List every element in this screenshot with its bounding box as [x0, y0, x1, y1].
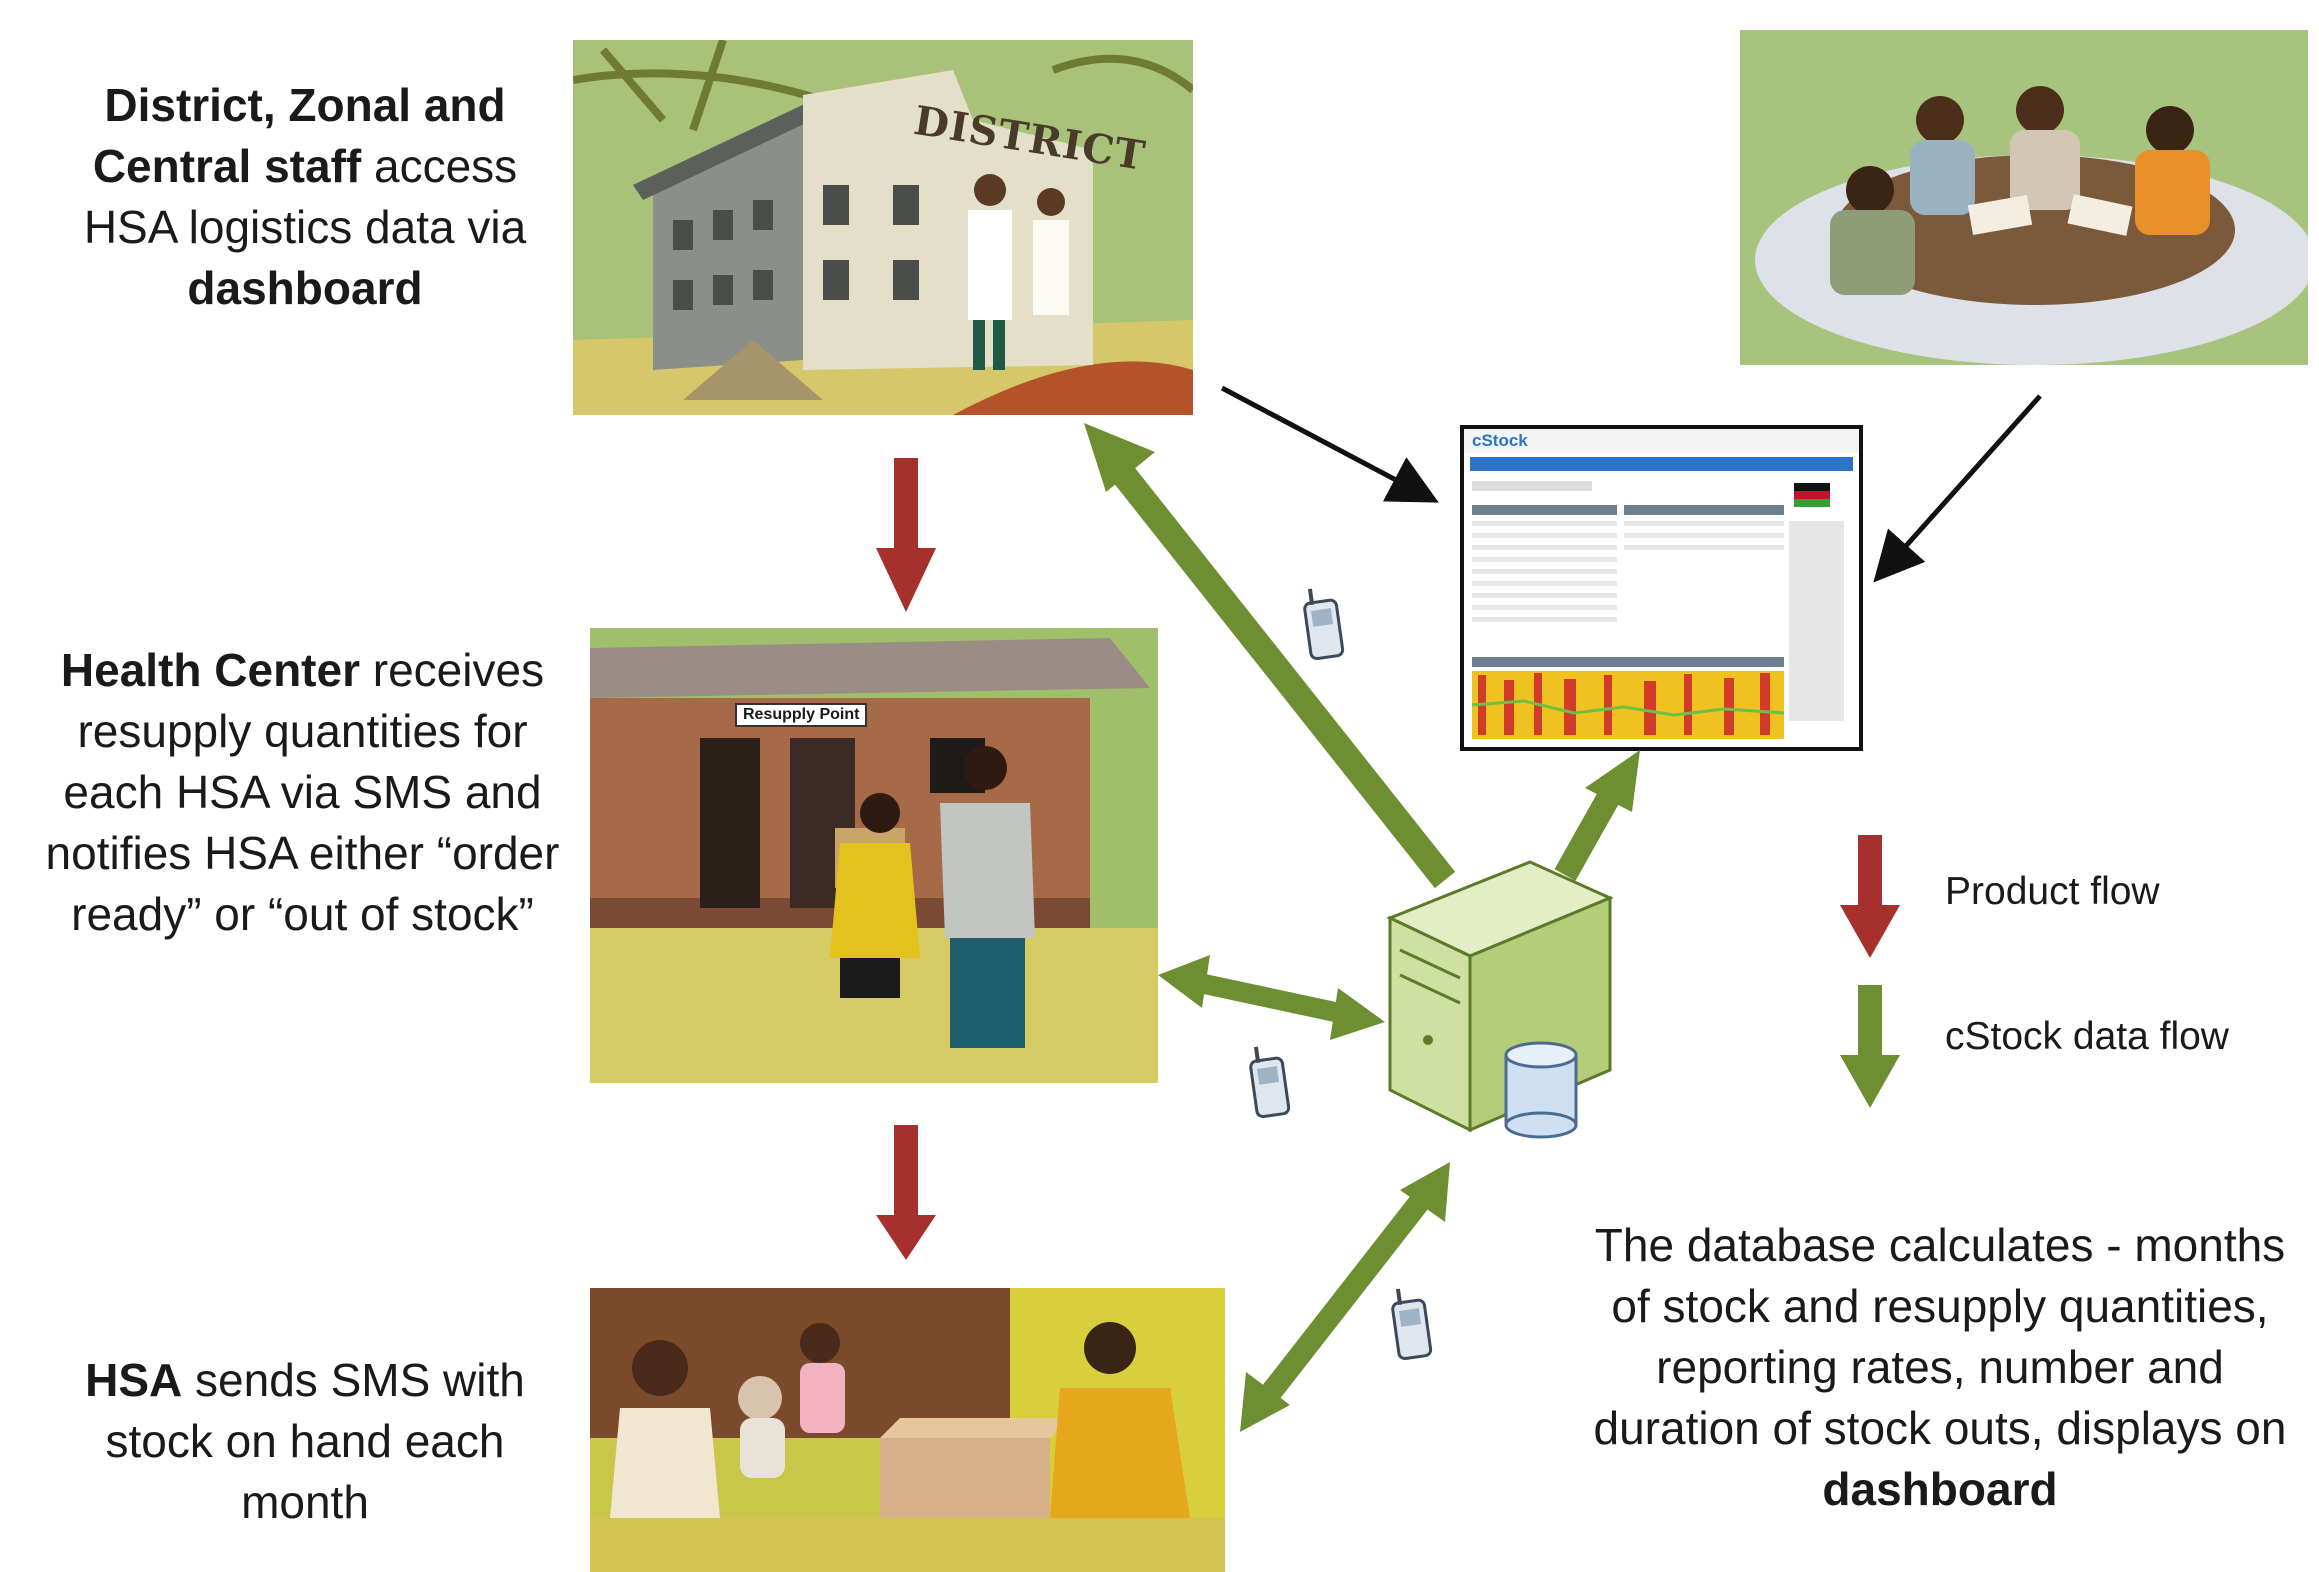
data-flow-arrow	[1554, 750, 1640, 881]
district-office-art	[573, 40, 1193, 415]
dashboard-access-arrow	[1220, 385, 1439, 503]
data-flow-arrow	[1158, 955, 1385, 1040]
legend-product-flow-arrow	[1840, 835, 1900, 958]
hsa-text: HSA sends SMS with stock on hand each mo…	[65, 1350, 545, 1533]
hsa-art	[590, 1288, 1225, 1572]
district-staff-title: District, Zonal and Central staff	[92, 79, 506, 192]
database-icon	[1504, 1041, 1578, 1139]
dashboard-screenshot: cStock	[1460, 425, 1863, 751]
legend-data-flow-arrow	[1840, 985, 1900, 1108]
database-desc: The database calculates - months of stoc…	[1593, 1219, 2287, 1454]
resupply-sign: Resupply Point	[735, 703, 868, 727]
phone-icon	[1303, 588, 1345, 661]
database-dashboard-word: dashboard	[1822, 1463, 2058, 1515]
meeting-art	[1740, 30, 2308, 365]
data-flow-arrow	[1084, 423, 1456, 889]
health-center-illustration: Resupply Point	[590, 628, 1158, 1083]
legend-data-flow-label: cStock data flow	[1945, 1015, 2229, 1058]
health-center-title: Health Center	[60, 644, 360, 696]
hsa-illustration	[590, 1288, 1225, 1572]
product-flow-arrow	[876, 458, 936, 612]
dashboard-nav-bar	[1470, 457, 1853, 471]
phone-icon	[1249, 1046, 1291, 1119]
legend-product-flow-label: Product flow	[1945, 870, 2160, 913]
district-staff-desc: access HSA logistics data via	[83, 140, 527, 253]
district-office-illustration: DISTRICT	[573, 40, 1193, 415]
hsa-title: HSA	[85, 1354, 183, 1406]
health-center-text: Health Center receives resupply quantiti…	[35, 640, 570, 945]
district-staff-text: District, Zonal and Central staff access…	[60, 75, 550, 319]
health-center-desc: receives resupply quantities for each HS…	[45, 644, 560, 940]
product-flow-arrow	[876, 1125, 936, 1260]
meeting-illustration	[1740, 30, 2308, 365]
hsa-desc: sends SMS with stock on hand each month	[105, 1354, 525, 1528]
phone-icon	[1391, 1288, 1433, 1361]
health-center-art	[590, 628, 1158, 1083]
data-flow-arrow	[1240, 1162, 1450, 1432]
database-text: The database calculates - months of stoc…	[1570, 1215, 2310, 1520]
dashboard-content-art	[1471, 481, 1844, 739]
malawi-flag-icon	[1794, 483, 1830, 507]
dashboard-access-arrow	[1873, 394, 2042, 583]
district-dashboard-word: dashboard	[187, 262, 423, 314]
dashboard-brand: cStock	[1464, 429, 1859, 453]
